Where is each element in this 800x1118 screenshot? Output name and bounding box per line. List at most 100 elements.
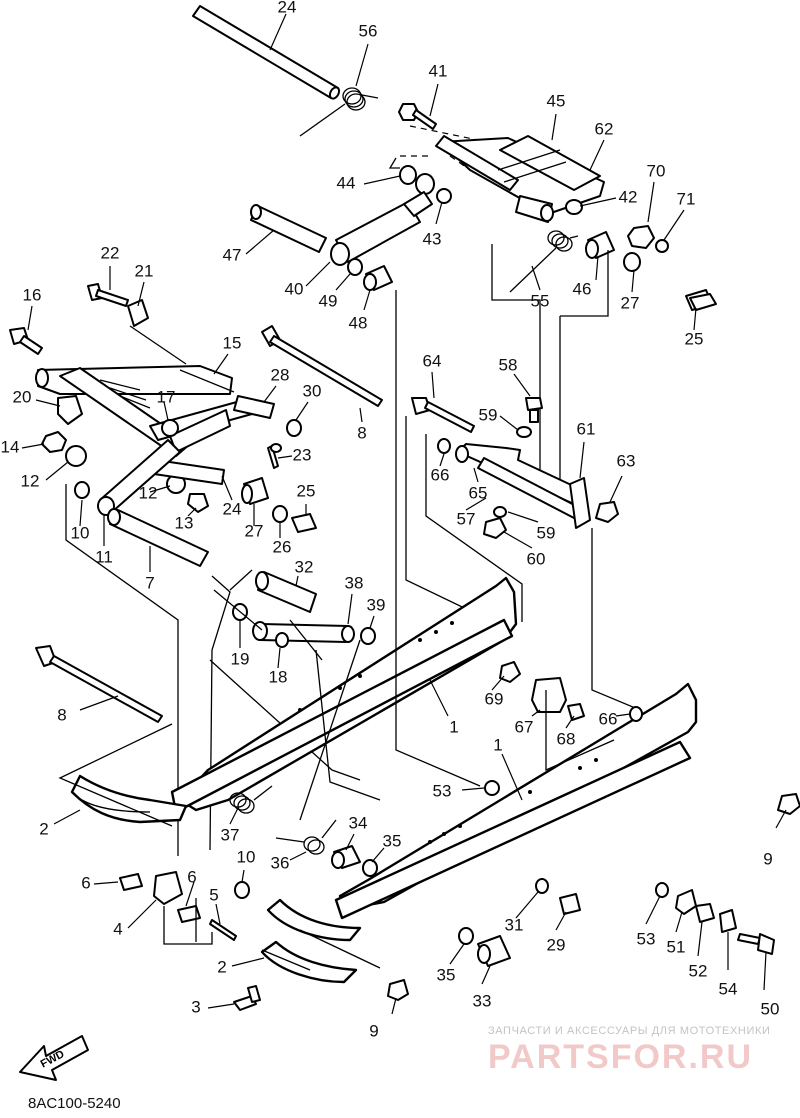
rod-24[interactable]	[192, 5, 341, 100]
bolt-25-upper[interactable]	[685, 289, 717, 311]
leader-lines	[21, 13, 787, 1015]
washer-31[interactable]	[535, 878, 549, 894]
callout-6: 6	[81, 873, 90, 892]
bolt-25-lower[interactable]	[291, 513, 317, 533]
callout-53: 53	[637, 929, 656, 948]
watermark: ЗАПЧАСТИ И АКСЕССУАРЫ ДЛЯ МОТОТЕХНИКИ PA…	[488, 1025, 770, 1076]
nut-18[interactable]	[275, 632, 289, 648]
washer-26[interactable]	[272, 505, 288, 523]
collar-30[interactable]	[286, 419, 302, 437]
torsion-spring-55[interactable]	[509, 230, 579, 293]
slider-block-67[interactable]	[531, 677, 567, 713]
bolt-64[interactable]	[411, 397, 475, 433]
long-bolt-8-lower[interactable]	[35, 645, 163, 723]
collar-43[interactable]	[436, 188, 452, 204]
collar-66-lower[interactable]	[629, 706, 643, 722]
nut-70[interactable]	[627, 225, 655, 249]
washer-39[interactable]	[360, 627, 376, 645]
pin-23[interactable]	[267, 443, 282, 469]
bushing-52[interactable]	[695, 903, 715, 923]
collar-49[interactable]	[347, 258, 363, 276]
nut-9-bottom[interactable]	[387, 979, 409, 1001]
bracket-21[interactable]	[127, 299, 149, 327]
torsion-spring-36[interactable]	[275, 819, 337, 855]
collar-66-upper[interactable]	[437, 438, 451, 454]
bolt-22[interactable]	[87, 283, 129, 307]
washer-35-lower[interactable]	[458, 927, 474, 945]
callout-2: 2	[39, 819, 48, 838]
collar-27-upper[interactable]	[623, 252, 641, 272]
bushing-33[interactable]	[477, 935, 511, 967]
callout-55: 55	[531, 291, 550, 310]
plate-6-right[interactable]	[177, 905, 201, 923]
bracket-51[interactable]	[675, 889, 697, 915]
bushing-32[interactable]	[255, 571, 317, 613]
ski-2-left[interactable]	[70, 774, 188, 824]
bolt-29[interactable]	[559, 893, 581, 915]
washer-59-upper[interactable]	[516, 426, 532, 438]
callout-32: 32	[295, 557, 314, 576]
collar-27-lower[interactable]	[241, 477, 269, 505]
torsion-spring-56[interactable]	[299, 87, 379, 137]
washer-59-lower[interactable]	[493, 506, 507, 518]
washer-53-lower[interactable]	[655, 882, 669, 898]
collar-10-lower[interactable]	[234, 881, 250, 899]
cotter-pin-5[interactable]	[209, 919, 237, 941]
link-arm-11[interactable]	[97, 439, 181, 516]
long-bolt-8-upper[interactable]	[261, 325, 383, 407]
bolt-50[interactable]	[737, 933, 775, 955]
torsion-spring-37[interactable]	[229, 785, 273, 814]
callout-18: 18	[269, 667, 288, 686]
bracket-20[interactable]	[57, 395, 83, 425]
bushing-44[interactable]	[399, 165, 435, 195]
forward-arrow: FWD	[19, 1035, 89, 1081]
collar-10-upper[interactable]	[74, 481, 90, 499]
shaft-7[interactable]	[107, 508, 209, 567]
callout-3: 3	[191, 997, 200, 1016]
shaft-38[interactable]	[252, 621, 355, 643]
ski-hub-4[interactable]	[153, 871, 183, 905]
callout-56: 56	[359, 21, 378, 40]
shock-absorber-40[interactable]	[330, 191, 433, 266]
callout-labels: 2456414562447071424347404948554627252221…	[1, 0, 780, 1040]
ski-2-right[interactable]	[260, 898, 362, 984]
washer-12-left[interactable]	[65, 445, 87, 467]
bushing-48[interactable]	[363, 265, 393, 291]
callout-37: 37	[221, 825, 240, 844]
bolt-13[interactable]	[187, 493, 209, 513]
shaft-28[interactable]	[233, 395, 275, 419]
callout-29: 29	[547, 935, 566, 954]
callout-24: 24	[278, 0, 297, 16]
callout-26: 26	[273, 537, 292, 556]
bushing-34[interactable]	[331, 845, 361, 869]
watermark-tagline: ЗАПЧАСТИ И АКСЕССУАРЫ ДЛЯ МОТОТЕХНИКИ	[488, 1025, 770, 1037]
callout-36: 36	[271, 853, 290, 872]
nut-69[interactable]	[499, 661, 521, 683]
washer-17[interactable]	[161, 419, 179, 437]
shaft-47[interactable]	[250, 204, 327, 253]
bolt-41[interactable]	[398, 103, 437, 130]
rear-pivot-arm-45[interactable]	[435, 135, 605, 223]
nut-9-right[interactable]	[777, 793, 800, 815]
washer-35-upper[interactable]	[362, 859, 378, 877]
washer-53-upper[interactable]	[484, 780, 500, 796]
bolt-3[interactable]	[233, 985, 261, 1011]
nut-60[interactable]	[483, 517, 507, 539]
plate-6-left[interactable]	[119, 873, 143, 891]
rear-link-arm-65[interactable]	[455, 443, 583, 519]
bolt-68[interactable]	[567, 703, 585, 721]
washer-71[interactable]	[655, 239, 669, 253]
bracket-61[interactable]	[569, 477, 591, 529]
callout-10: 10	[71, 523, 90, 542]
callout-68: 68	[557, 729, 576, 748]
callout-27: 27	[245, 521, 264, 540]
nut-14[interactable]	[41, 431, 67, 453]
nut-63[interactable]	[595, 501, 619, 523]
front-pivot-arm-15[interactable]	[35, 365, 253, 457]
bushing-46[interactable]	[585, 231, 615, 259]
clip-54[interactable]	[719, 909, 737, 933]
slide-rail-1-right[interactable]	[334, 682, 698, 920]
collar-42[interactable]	[565, 199, 583, 215]
bolt-58[interactable]	[525, 397, 543, 423]
bolt-16[interactable]	[9, 327, 43, 355]
